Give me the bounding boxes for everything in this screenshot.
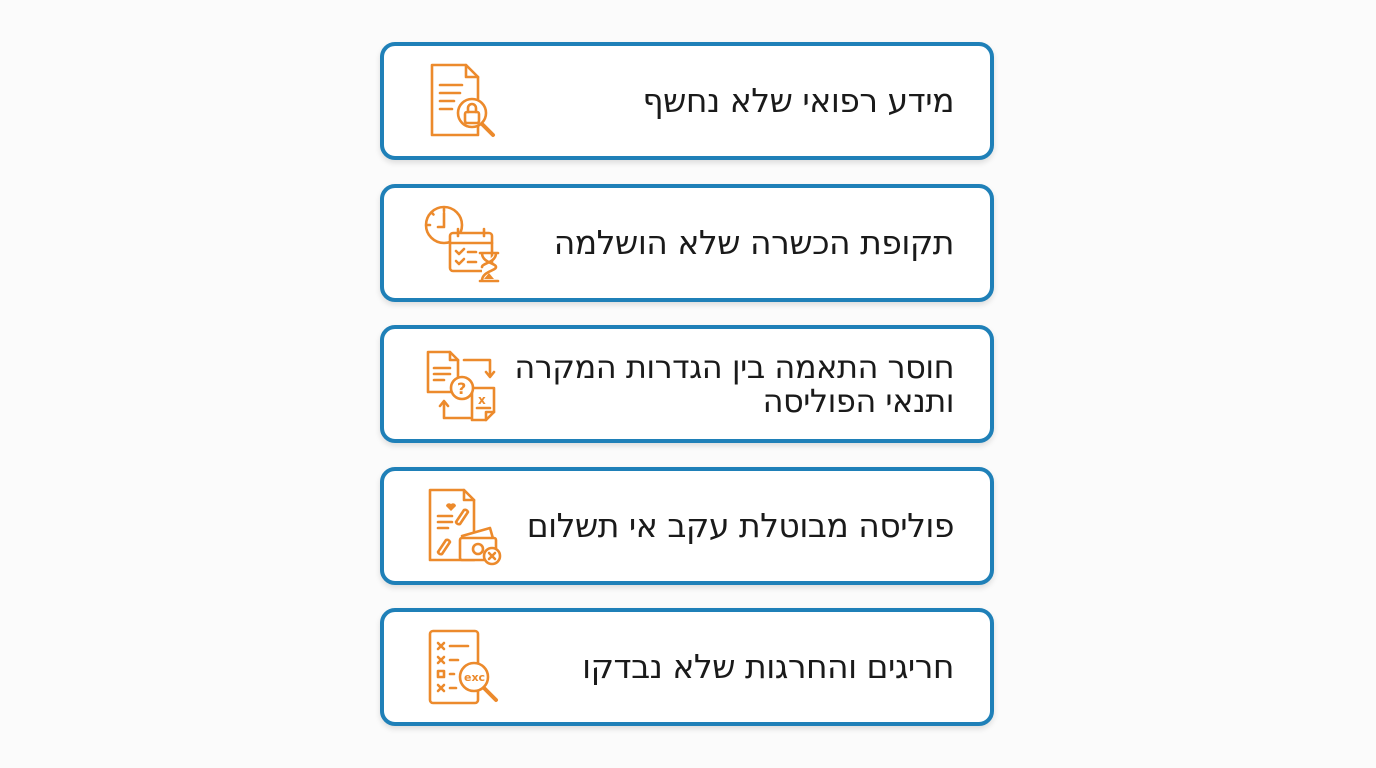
- card-mismatch-case-policy: x ? חוסר התאמה בין הגדרות המקרה ותנאי הפ…: [380, 325, 994, 443]
- exc-text: exc: [464, 671, 485, 684]
- document-lock-search-icon: [420, 59, 504, 143]
- card-label: מידע רפואי שלא נחשף: [642, 81, 954, 120]
- documents-mismatch-question-icon: x ?: [420, 342, 504, 426]
- svg-text:x: x: [478, 393, 486, 407]
- card-label: חוסר התאמה בין הגדרות המקרה ותנאי הפוליס…: [514, 348, 954, 420]
- policy-cancelled-payment-icon: [420, 484, 504, 568]
- checklist-exclusions-search-icon: exc: [420, 625, 504, 709]
- question-mark: ?: [457, 379, 466, 398]
- card-label: פוליסה מבוטלת עקב אי תשלום: [526, 506, 955, 545]
- card-medical-info-not-disclosed: מידע רפואי שלא נחשף: [380, 42, 994, 160]
- card-unchecked-exclusions: exc חריגים והחרגות שלא נבדקו: [380, 608, 994, 726]
- card-policy-cancelled-nonpayment: פוליסה מבוטלת עקב אי תשלום: [380, 467, 994, 585]
- clock-calendar-hourglass-icon: [420, 201, 504, 285]
- card-label: חריגים והחרגות שלא נבדקו: [582, 647, 954, 686]
- card-training-period-not-completed: תקופת הכשרה שלא הושלמה: [380, 184, 994, 302]
- card-label: תקופת הכשרה שלא הושלמה: [553, 223, 955, 262]
